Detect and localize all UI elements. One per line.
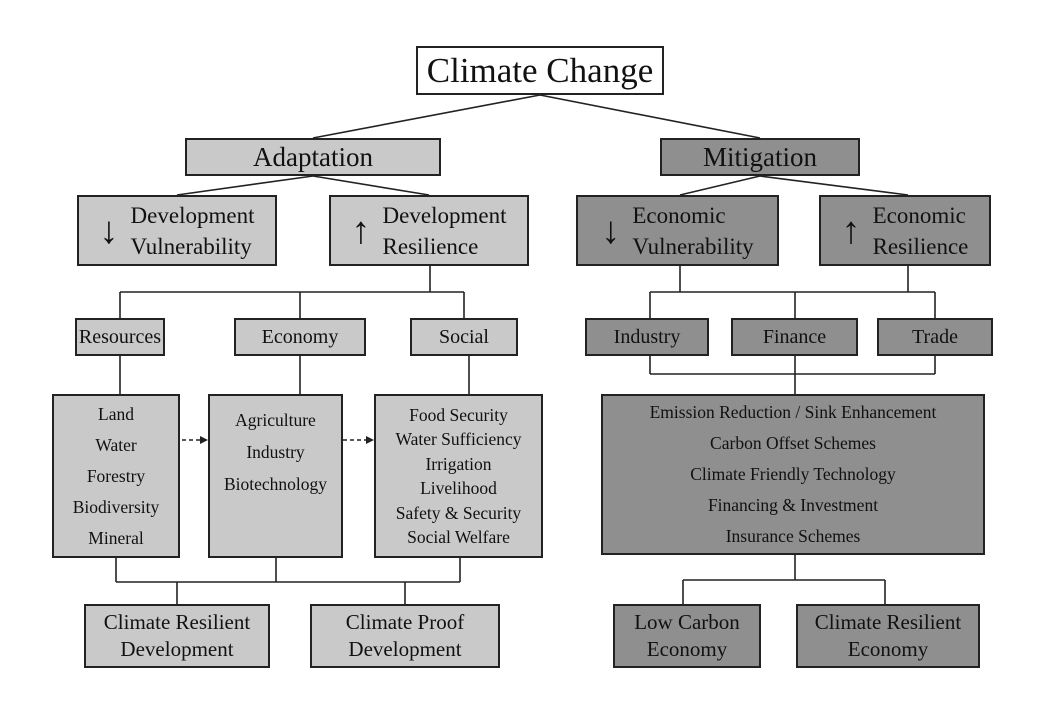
social-list: Food Security Water Sufficiency Irrigati… (374, 394, 543, 558)
eco-vulnerability-line1: Economic (632, 202, 726, 228)
climate-proof-development-node: Climate Proof Development (310, 604, 500, 668)
list-item: Irrigation (425, 453, 492, 474)
climate-resilient-development-node: Climate Resilient Development (84, 604, 270, 668)
economy-list: Agriculture Industry Biotechnology (208, 394, 343, 558)
category-resources: Resources (75, 318, 165, 356)
list-item: Safety & Security (395, 502, 522, 523)
development-resilience-node: ↑ Development Resilience (329, 195, 529, 266)
connector-adaptation-resilience (312, 175, 430, 196)
list-item: Food Security (409, 404, 508, 425)
list-item: Water (95, 434, 137, 455)
connector-adaptation-vulnerability (176, 175, 314, 196)
connector-root-adaptation (312, 94, 541, 139)
category-social: Social (410, 318, 518, 356)
mitigation-measures-list: Emission Reduction / Sink Enhancement Ca… (601, 394, 985, 555)
dev-vulnerability-line2: Vulnerability (130, 233, 252, 259)
development-vulnerability-node: ↓ Development Vulnerability (77, 195, 277, 266)
eco-resilience-line1: Economic (872, 202, 966, 228)
adaptation-label: Adaptation (253, 141, 373, 172)
category-industry: Industry (585, 318, 709, 356)
dev-resilience-line1: Development (382, 202, 507, 228)
list-item: Financing & Investment (707, 495, 879, 515)
category-trade: Trade (877, 318, 993, 356)
mitigation-node: Mitigation (660, 138, 860, 176)
dev-vulnerability-line1: Development (130, 202, 255, 228)
eco-resilience-line2: Resilience (872, 233, 969, 259)
list-item: Livelihood (420, 478, 497, 498)
economic-vulnerability-node: ↓ Economic Vulnerability (576, 195, 779, 266)
arrow-up-icon: ↑ (351, 209, 371, 252)
root-node: Climate Change (416, 46, 664, 95)
list-item: Industry (246, 442, 305, 462)
category-economy: Economy (234, 318, 366, 356)
list-item: Emission Reduction / Sink Enhancement (649, 402, 937, 422)
list-item: Biodiversity (72, 496, 160, 517)
list-item: Carbon Offset Schemes (710, 433, 876, 453)
arrow-up-icon: ↑ (841, 209, 861, 252)
list-item: Agriculture (235, 410, 316, 430)
root-label: Climate Change (426, 50, 654, 90)
economic-resilience-node: ↑ Economic Resilience (819, 195, 991, 266)
list-item: Biotechnology (223, 474, 328, 494)
adaptation-node: Adaptation (185, 138, 441, 176)
dev-resilience-line2: Resilience (382, 233, 479, 259)
list-item: Land (98, 403, 134, 424)
list-item: Water Sufficiency (395, 429, 522, 449)
list-item: Forestry (86, 465, 146, 486)
connector-mitigation-resilience (759, 175, 909, 196)
list-item: Insurance Schemes (725, 526, 861, 546)
low-carbon-economy-node: Low Carbon Economy (613, 604, 761, 668)
list-item: Mineral (88, 527, 144, 548)
connector-mitigation-vulnerability (679, 175, 761, 196)
climate-resilient-economy-node: Climate Resilient Economy (796, 604, 980, 668)
arrow-down-icon: ↓ (99, 209, 119, 252)
list-item: Climate Friendly Technology (690, 464, 896, 484)
resources-list: Land Water Forestry Biodiversity Mineral (52, 394, 180, 558)
category-finance: Finance (731, 318, 858, 356)
list-item: Social Welfare (407, 527, 510, 547)
mitigation-label: Mitigation (703, 141, 817, 172)
connector-root-mitigation (539, 94, 761, 139)
arrow-down-icon: ↓ (601, 209, 621, 252)
eco-vulnerability-line2: Vulnerability (632, 233, 754, 259)
